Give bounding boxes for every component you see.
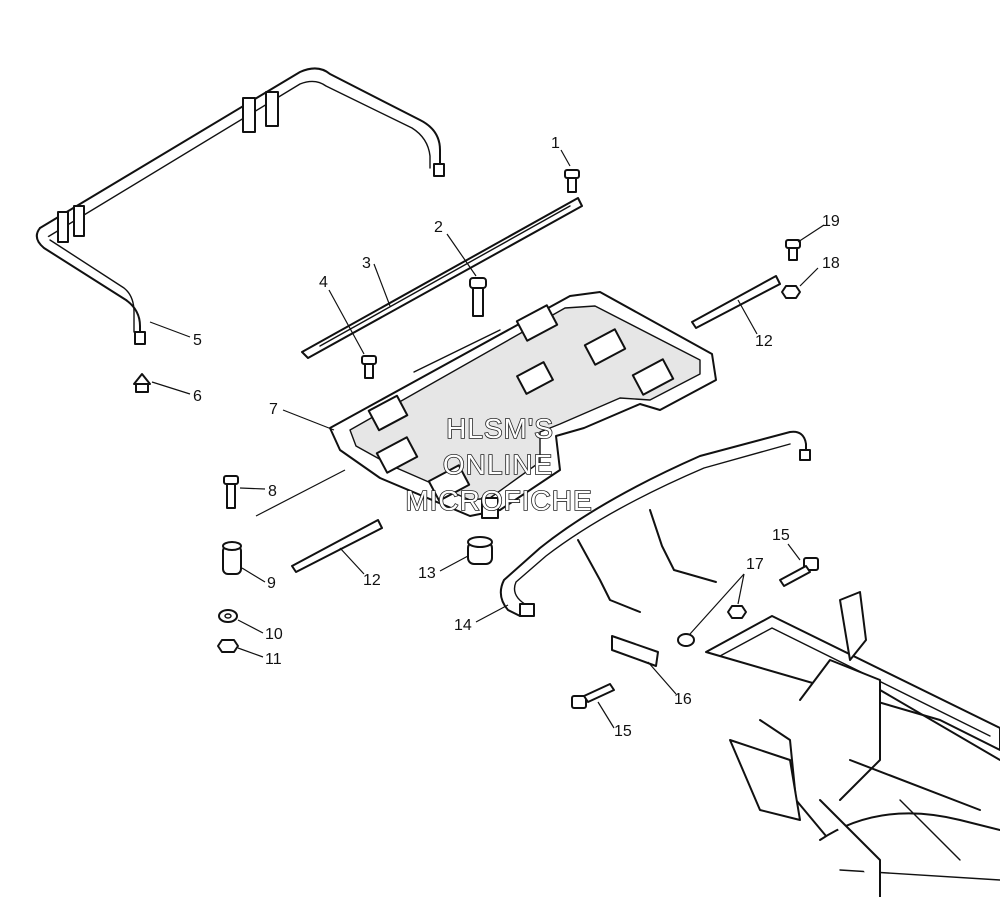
callout-11: 11: [265, 651, 282, 668]
callout-6: 6: [193, 388, 202, 405]
watermark-line-2: ONLINE: [443, 449, 553, 480]
callout-2: 2: [434, 219, 443, 236]
callout-12-upper: 12: [755, 333, 773, 350]
watermark-line-1: HLSM'S: [446, 413, 554, 444]
callout-8: 8: [268, 483, 277, 500]
nut-18: [781, 285, 801, 299]
callout-10: 10: [265, 626, 283, 643]
callout-12-lower: 12: [363, 572, 381, 589]
spacer-9: [222, 541, 242, 575]
callouts: 1 2 3 4 5 6 7 8 9 10 11 12 12 13 14 15 1…: [193, 135, 840, 740]
callout-15-upper: 15: [772, 527, 790, 544]
bolt-15-lower: [571, 683, 615, 709]
bolt-8: [223, 475, 239, 509]
watermark: HLSM'S ONLINE MICROFICHE: [405, 412, 593, 517]
screw-4: [361, 355, 377, 379]
callout-7: 7: [269, 401, 278, 418]
bolt-15-upper: [779, 557, 819, 587]
vehicle-frame: [705, 591, 1000, 897]
washer-10: [218, 609, 238, 623]
callout-5: 5: [193, 332, 202, 349]
callout-13: 13: [418, 565, 436, 582]
rack-strip-12-lower: [291, 519, 383, 573]
front-rack-rail: [35, 67, 445, 345]
callout-17: 17: [746, 556, 764, 573]
screw-19: [785, 239, 801, 261]
bushing-13: [467, 536, 493, 565]
plug-6: [133, 373, 151, 393]
callout-19: 19: [822, 213, 840, 230]
rack-strip-3: [301, 197, 583, 359]
bracket-16: [611, 635, 659, 667]
nut-11: [217, 639, 239, 653]
rack-strip-12-upper: [691, 275, 781, 329]
rack-tray: [329, 291, 717, 519]
watermark-line-3: MICROFICHE: [405, 485, 592, 516]
washer-17-b: [677, 633, 695, 647]
callout-1: 1: [551, 135, 560, 152]
callout-9: 9: [267, 575, 276, 592]
screw-1: [564, 169, 580, 193]
callout-15-lower: 15: [614, 723, 632, 740]
leader-lines: [149, 149, 825, 729]
nut-17-a: [727, 605, 747, 619]
callout-4: 4: [319, 274, 328, 291]
callout-16: 16: [674, 691, 692, 708]
rear-support-rail: [499, 430, 811, 617]
bolt-2: [469, 277, 487, 317]
callout-3: 3: [362, 255, 371, 272]
callout-18: 18: [822, 255, 840, 272]
callout-14: 14: [454, 617, 472, 634]
